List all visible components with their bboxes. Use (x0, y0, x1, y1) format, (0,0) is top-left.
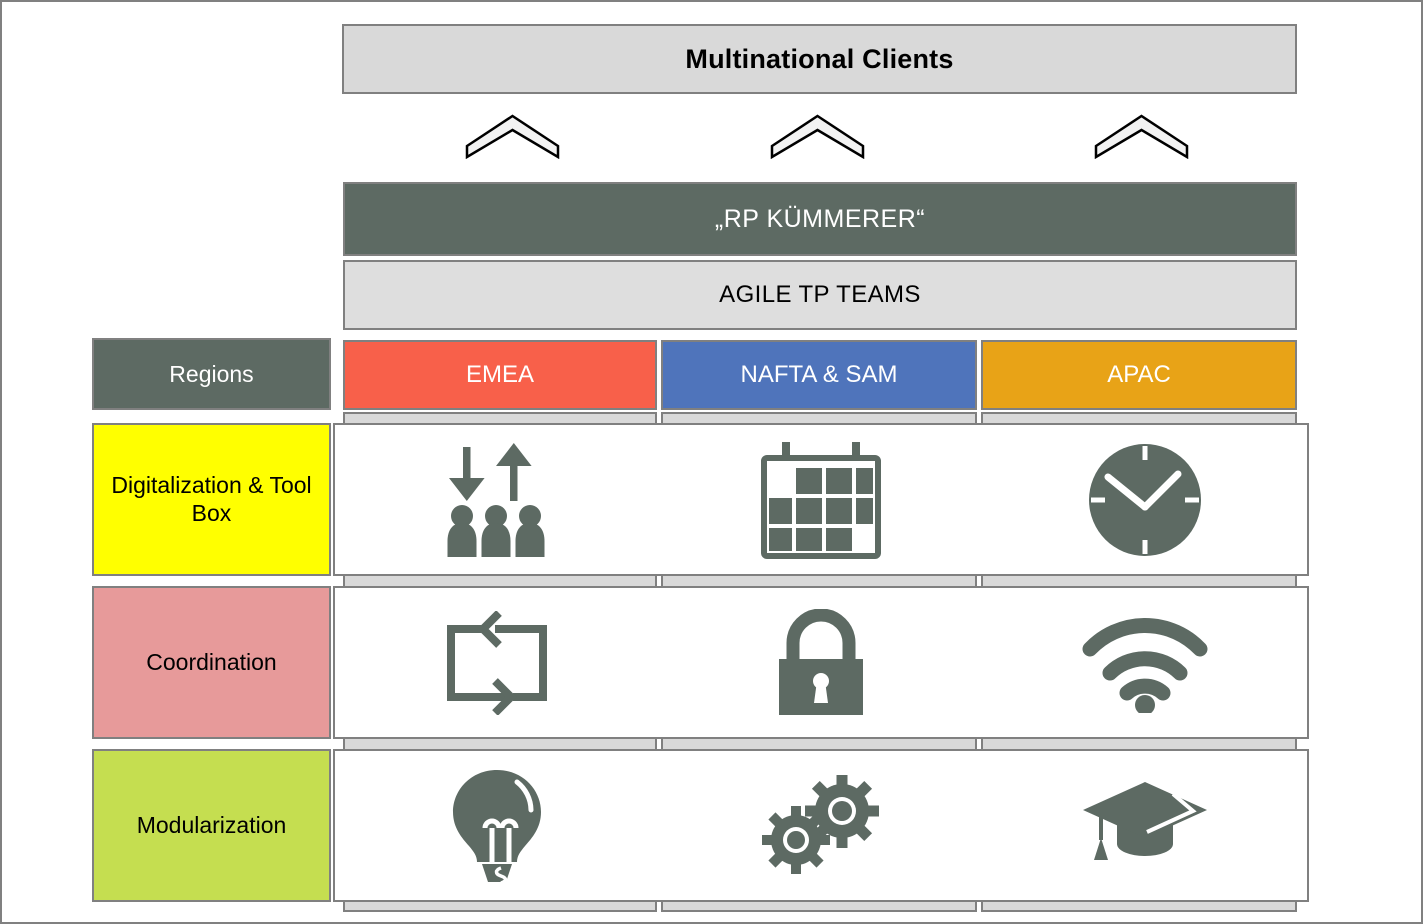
region-label-nafta-sam: NAFTA & SAM (740, 361, 898, 388)
region-cell-emea: EMEA (343, 340, 657, 410)
region-label-emea: EMEA (465, 361, 534, 388)
region-cell-nafta-sam: NAFTA & SAM (661, 340, 977, 410)
chevron-up-icon-1 (465, 114, 560, 159)
rp-kuemmerer-band: „RP KÜMMERER“ (343, 182, 1297, 256)
icon-panel-coordination (333, 586, 1309, 739)
category-label-modularization: Modularization (92, 749, 331, 902)
icon-panel-modularization (333, 749, 1309, 902)
category-label-modularization-text: Modularization (136, 811, 287, 838)
category-label-coordination: Coordination (92, 586, 331, 739)
region-cell-apac: APAC (981, 340, 1297, 410)
lightbulb-icon (449, 768, 545, 884)
clock-icon (1086, 441, 1204, 559)
loop-arrows-icon (437, 610, 557, 715)
regions-row-label: Regions (92, 338, 331, 410)
graduation-cap-icon (1081, 780, 1209, 872)
icon-cell-coordination-nafta-sam (659, 588, 983, 737)
icon-cell-modularization-emea (335, 751, 659, 900)
wifi-icon (1082, 613, 1208, 713)
chevron-up-icon-3 (1094, 114, 1189, 159)
agile-tp-teams-label: AGILE TP TEAMS (719, 281, 921, 308)
chevron-up-icon-2 (770, 114, 865, 159)
icon-cell-modularization-nafta-sam (659, 751, 983, 900)
rp-kuemmerer-label: „RP KÜMMERER“ (714, 204, 926, 233)
calendar-icon (758, 440, 884, 560)
icon-panel-digitalization (333, 423, 1309, 576)
gears-icon (758, 774, 884, 877)
agile-tp-teams-band: AGILE TP TEAMS (343, 260, 1297, 330)
icon-cell-digitalization-emea (335, 425, 659, 574)
multinational-clients-bar: Multinational Clients (342, 24, 1297, 94)
exchange-people-icon (437, 441, 557, 559)
icon-cell-modularization-apac (983, 751, 1307, 900)
region-label-apac: APAC (1107, 361, 1171, 388)
icon-cell-coordination-emea (335, 588, 659, 737)
icon-cell-digitalization-apac (983, 425, 1307, 574)
icon-cell-coordination-apac (983, 588, 1307, 737)
category-label-digitalization: Digitalization & Tool Box (92, 423, 331, 576)
lock-icon (771, 608, 871, 717)
multinational-clients-label: Multinational Clients (685, 43, 954, 74)
category-label-coordination-text: Coordination (146, 648, 277, 675)
icon-cell-digitalization-nafta-sam (659, 425, 983, 574)
category-label-digitalization-text: Digitalization & Tool Box (111, 472, 312, 526)
regions-label-text: Regions (169, 360, 254, 387)
